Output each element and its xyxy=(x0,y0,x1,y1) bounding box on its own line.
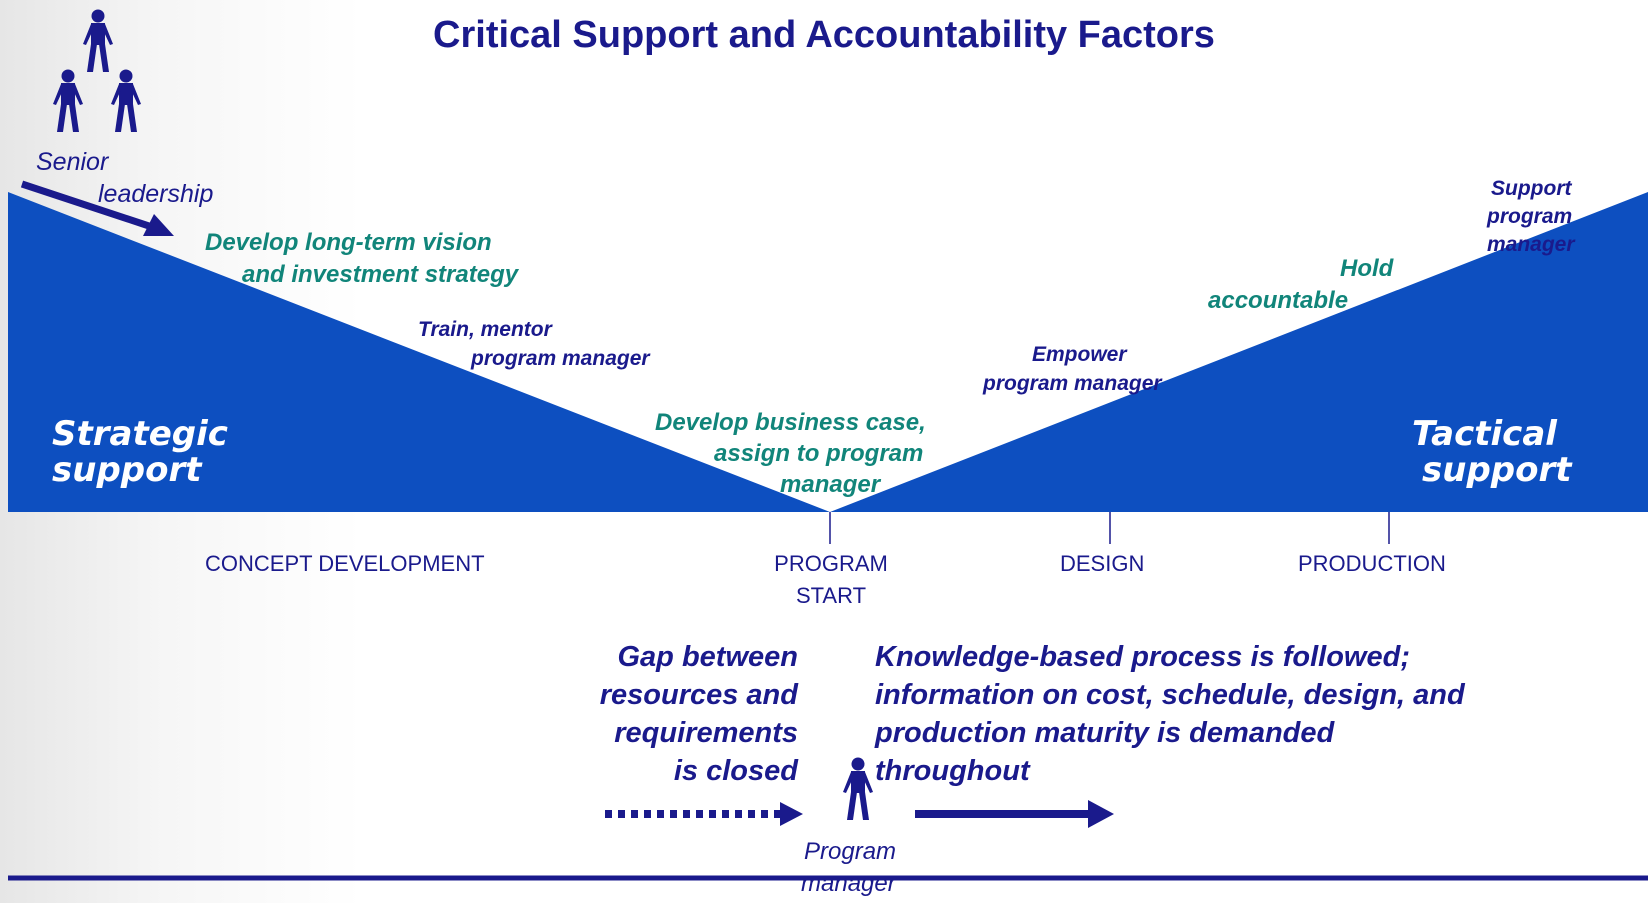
tactical-support-label-line2: support xyxy=(1422,450,1572,490)
knowledge-text-line3: production maturity is demanded xyxy=(875,717,1335,749)
knowledge-text-line4: throughout xyxy=(875,755,1030,787)
knowledge-text-line2: information on cost, schedule, design, a… xyxy=(875,679,1465,711)
program-manager-label-line2: manager xyxy=(801,870,896,897)
phase-program-start-line1: PROGRAM xyxy=(774,551,888,576)
vision-label-line1: Develop long-term vision xyxy=(205,229,492,256)
empower-label-line2: program manager xyxy=(983,372,1162,395)
dotted-arrow-icon xyxy=(605,802,803,826)
business-case-label-line1: Develop business case, xyxy=(655,409,926,436)
tactical-support-label-line1: Tactical xyxy=(1412,414,1557,454)
strategic-support-label-line2: support xyxy=(52,450,202,490)
gap-text-line4: is closed xyxy=(673,755,798,787)
solid-arrow-icon xyxy=(915,800,1114,828)
business-case-label-line3: manager xyxy=(780,471,881,498)
phase-program-start-line2: START xyxy=(795,583,867,608)
hold-label-line1: Hold xyxy=(1340,255,1394,282)
train-label-line2: program manager xyxy=(471,347,650,370)
page-title: Critical Support and Accountability Fact… xyxy=(433,14,1215,56)
knowledge-text-line1: Knowledge-based process is followed; xyxy=(875,641,1410,673)
train-label-line1: Train, mentor xyxy=(418,318,552,341)
gap-text-line3: requirements xyxy=(614,717,798,749)
gap-text-line1: Gap between xyxy=(617,641,799,673)
hold-label-line2: accountable xyxy=(1208,287,1349,314)
gap-text-line2: resources and xyxy=(599,679,798,711)
support-pm-label-line3: manager xyxy=(1487,233,1575,256)
strategic-support-label-line1: Strategic xyxy=(52,414,228,454)
program-manager-person-icon xyxy=(843,757,873,820)
vision-label-line2: and investment strategy xyxy=(242,261,519,288)
strategic-support-wedge xyxy=(8,192,1648,512)
phase-concept-development: CONCEPT DEVELOPMENT xyxy=(205,551,485,576)
empower-label-line1: Empower xyxy=(1032,343,1127,366)
senior-leadership-label-line2: leadership xyxy=(98,180,214,208)
support-pm-label-line2: program xyxy=(1487,205,1573,228)
phase-production: PRODUCTION xyxy=(1298,551,1446,576)
program-manager-label-line1: Program xyxy=(804,838,897,865)
senior-leadership-label-line1: Senior xyxy=(36,148,109,176)
phase-design: DESIGN xyxy=(1060,551,1145,576)
support-pm-label-line1: Support xyxy=(1491,177,1572,200)
senior-leadership-arrow-icon xyxy=(20,180,174,236)
business-case-label-line2: assign to program xyxy=(714,440,924,467)
